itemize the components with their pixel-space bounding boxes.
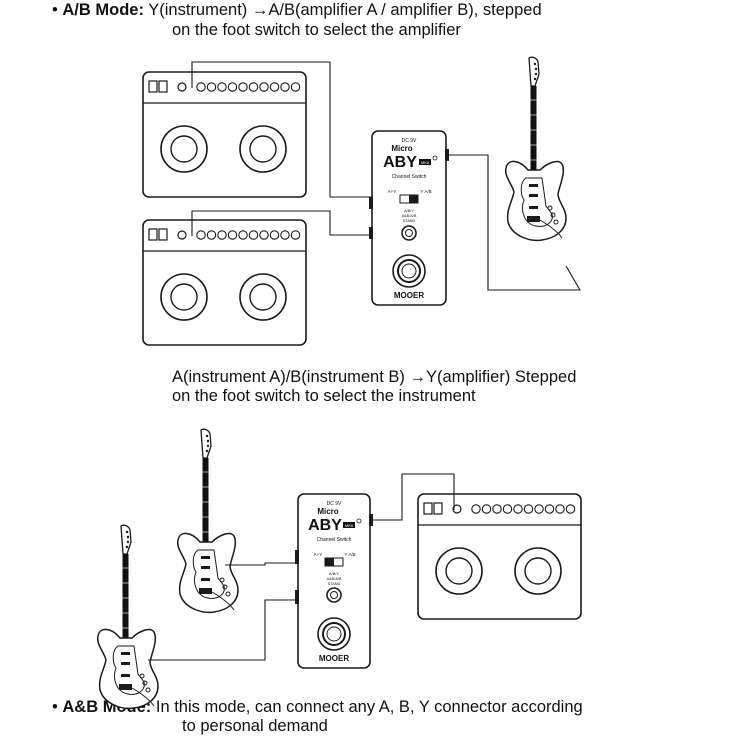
knob-label-1: A/B/Y bbox=[404, 209, 414, 213]
ab-mode-text1: Y(instrument) →A/B(amplifier A / amplifi… bbox=[148, 1, 542, 19]
ab-mode-label: A/B Mode: bbox=[62, 1, 144, 19]
pedal-micro-label: Micro bbox=[317, 507, 338, 516]
amplifier-b-top bbox=[142, 219, 307, 346]
pedal-subtitle: Channel Switch bbox=[392, 174, 427, 180]
pedal-model-label: ABY bbox=[308, 517, 342, 534]
anb-mode-text1: In this mode, can connect any A, B, Y co… bbox=[155, 698, 583, 716]
switch-left-label: A+Y bbox=[314, 552, 323, 557]
bullet: • bbox=[52, 698, 58, 716]
amplifier-a-top bbox=[142, 71, 307, 198]
cables-top bbox=[191, 61, 581, 291]
pedal-micro-label: Micro bbox=[391, 144, 412, 153]
led-icon bbox=[432, 155, 438, 161]
pedal-brand: MOOER bbox=[319, 654, 349, 663]
knob-label-3: STAND bbox=[403, 219, 416, 223]
aby-pedal-bottom: DC 9V Micro ABY MKII Channel Switch A+Y … bbox=[295, 493, 373, 669]
anb-mode-line2: to personal demand bbox=[182, 717, 328, 735]
knob-label-2: A&B/A/B bbox=[402, 214, 417, 218]
switch-right-label: Y A/B bbox=[344, 552, 355, 557]
switch-left-label: A+Y bbox=[388, 189, 397, 194]
pedal-model-label: ABY bbox=[383, 154, 417, 171]
aby-pedal-top: DC 9V Micro ABY MKII Channel Switch A+Y … bbox=[369, 130, 449, 306]
pedal-model-suffix: MKII bbox=[345, 523, 353, 528]
ba-mode-line2: on the foot switch to select the instrum… bbox=[172, 387, 476, 405]
guitar-bottom-a bbox=[176, 428, 239, 614]
knob-label-2: A&B/A/B bbox=[327, 577, 342, 581]
ba-mode-line1: A(instrument A)/B(instrument B) →Y(ampli… bbox=[172, 368, 577, 386]
guitar-bottom-b bbox=[96, 524, 159, 710]
knob-label-3: STAND bbox=[328, 582, 341, 586]
led-icon bbox=[356, 518, 362, 524]
pedal-subtitle: Channel Switch bbox=[317, 537, 352, 543]
bullet: • bbox=[52, 1, 58, 19]
pedal-model-suffix: MKII bbox=[421, 160, 429, 165]
pedal-dc-label: DC 9V bbox=[402, 138, 417, 144]
mode-knob[interactable] bbox=[401, 225, 417, 241]
knob-label-1: A/B/Y bbox=[329, 572, 339, 576]
cables-bottom bbox=[148, 473, 455, 661]
amplifier-bottom bbox=[417, 493, 582, 620]
ab-mode-line1: • A/B Mode: Y(instrument) →A/B(amplifier… bbox=[52, 0, 542, 20]
guitar-top bbox=[504, 56, 567, 242]
ab-mode-line2: on the foot switch to select the amplifi… bbox=[172, 21, 461, 39]
pedal-dc-label: DC 9V bbox=[327, 501, 342, 507]
switch-right-label: Y A/B bbox=[420, 189, 431, 194]
mode-knob[interactable] bbox=[326, 587, 342, 603]
pedal-brand: MOOER bbox=[394, 291, 424, 300]
